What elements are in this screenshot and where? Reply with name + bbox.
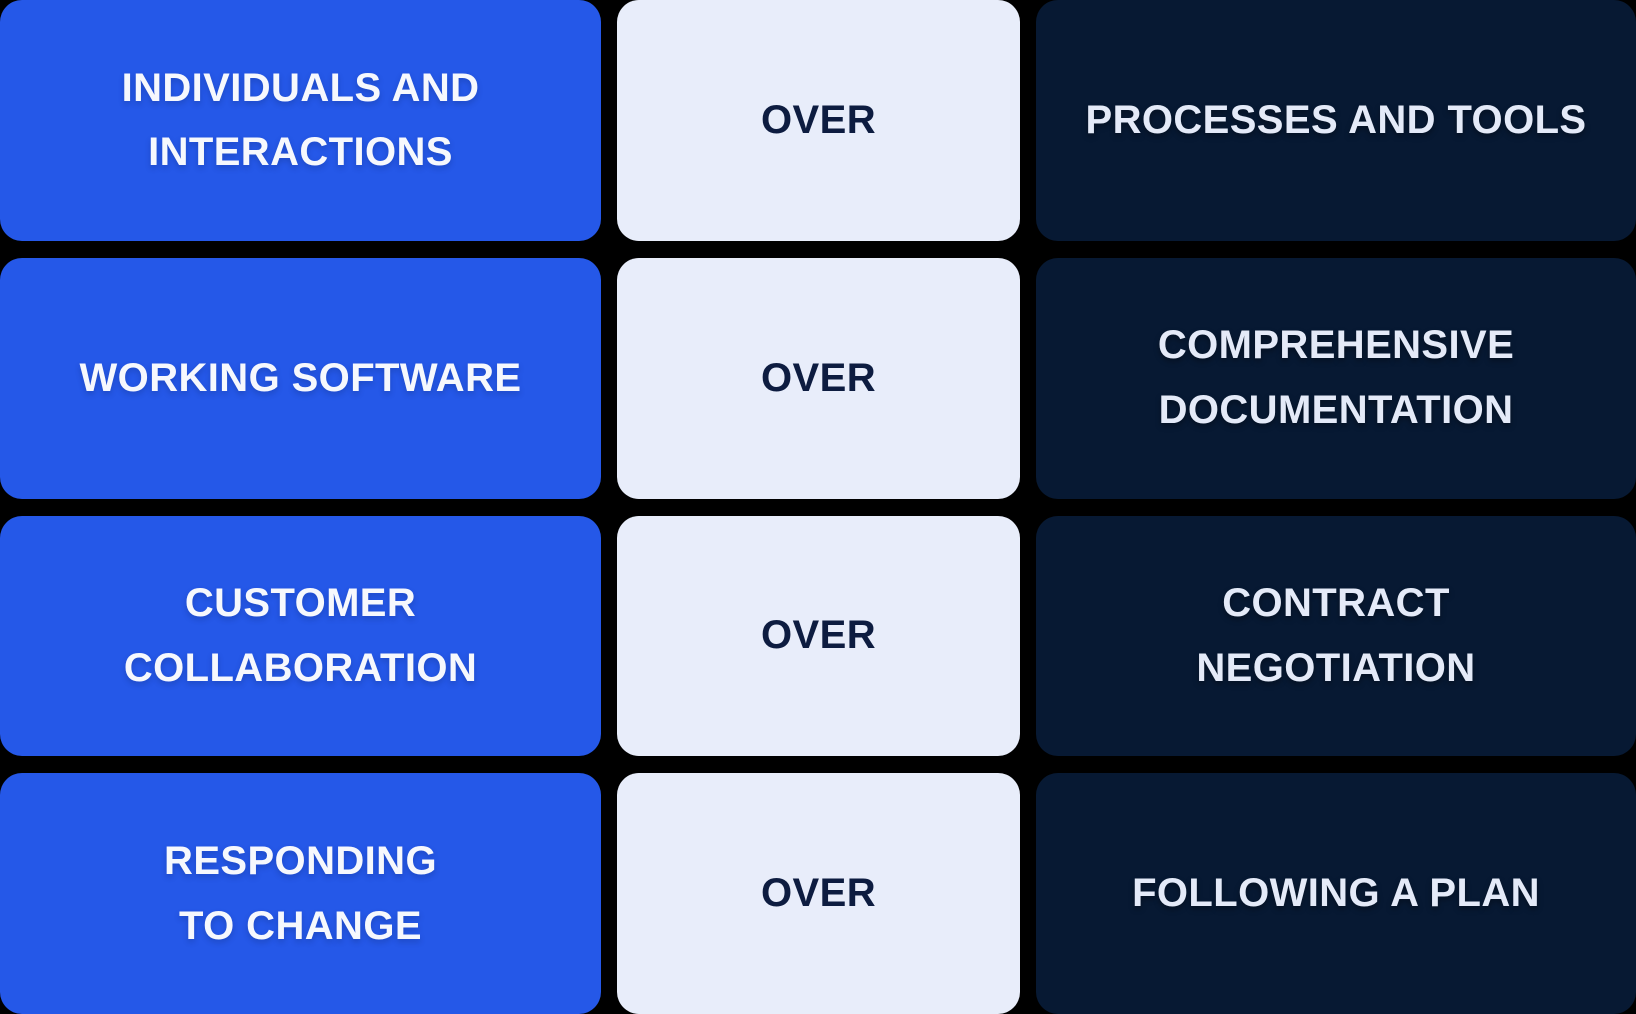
less-valued-card-label: COMPREHENSIVE DOCUMENTATION: [1157, 323, 1515, 433]
less-valued-card-label: CONTRACT NEGOTIATION: [1196, 581, 1476, 690]
less-valued-card-contract-negotiation: CONTRACT NEGOTIATION: [1036, 515, 1636, 757]
less-valued-card-following-a-plan: FOLLOWING A PLAN: [1036, 773, 1636, 1014]
less-valued-card-processes-and-tools: PROCESSES AND TOOLS: [1036, 0, 1636, 241]
valued-card-customer-collaboration: CUSTOMER COLLABORATION: [0, 515, 601, 757]
valued-card-responding-to-change: RESPONDING TO CHANGE: [0, 773, 601, 1014]
valued-card-individuals-and-interactions: INDIVIDUALS AND INTERACTIONS: [0, 0, 601, 241]
less-valued-card-comprehensive-documentation: COMPREHENSIVE DOCUMENTATION: [1036, 257, 1636, 499]
valued-card-working-software: WORKING SOFTWARE: [0, 257, 601, 499]
over-card-row-1: OVER: [617, 0, 1020, 241]
over-card-row-4: OVER: [617, 773, 1020, 1014]
over-label: OVER: [761, 355, 876, 400]
over-card-row-3: OVER: [617, 515, 1020, 757]
less-valued-card-label: PROCESSES AND TOOLS: [1085, 97, 1587, 142]
valued-card-label: WORKING SOFTWARE: [79, 355, 522, 400]
over-card-row-2: OVER: [617, 257, 1020, 499]
over-label: OVER: [761, 871, 876, 916]
less-valued-card-label: FOLLOWING A PLAN: [1132, 871, 1540, 916]
over-label: OVER: [761, 613, 876, 658]
valued-card-label: RESPONDING TO CHANGE: [164, 838, 437, 948]
valued-card-label: INDIVIDUALS AND INTERACTIONS: [121, 65, 480, 175]
over-label: OVER: [761, 97, 876, 142]
valued-card-label: CUSTOMER COLLABORATION: [123, 581, 478, 690]
